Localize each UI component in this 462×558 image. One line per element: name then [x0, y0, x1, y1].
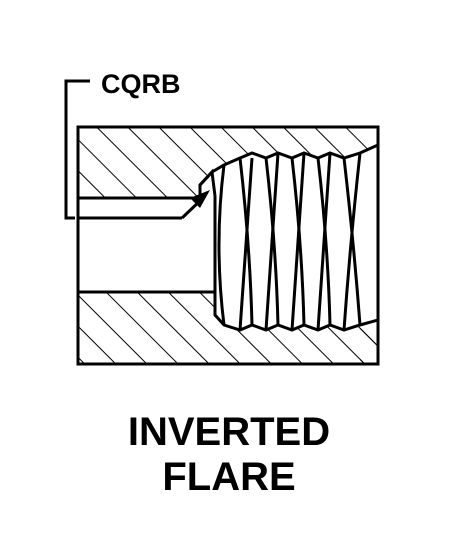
callout-code: CQRB	[101, 69, 181, 99]
callout-leader-line	[64, 79, 90, 220]
thread-lines	[217, 152, 362, 331]
callout-arrowhead	[190, 190, 210, 208]
upper-wall	[78, 127, 378, 200]
right-lower-thread-wall	[360, 320, 378, 364]
caption-line-2: FLARE	[162, 455, 295, 499]
lower-wall	[78, 290, 378, 364]
caption-line-1: INVERTED	[128, 410, 330, 454]
flare-cone	[198, 168, 217, 198]
fitting-outline	[76, 125, 380, 366]
fitting-body	[78, 127, 378, 364]
